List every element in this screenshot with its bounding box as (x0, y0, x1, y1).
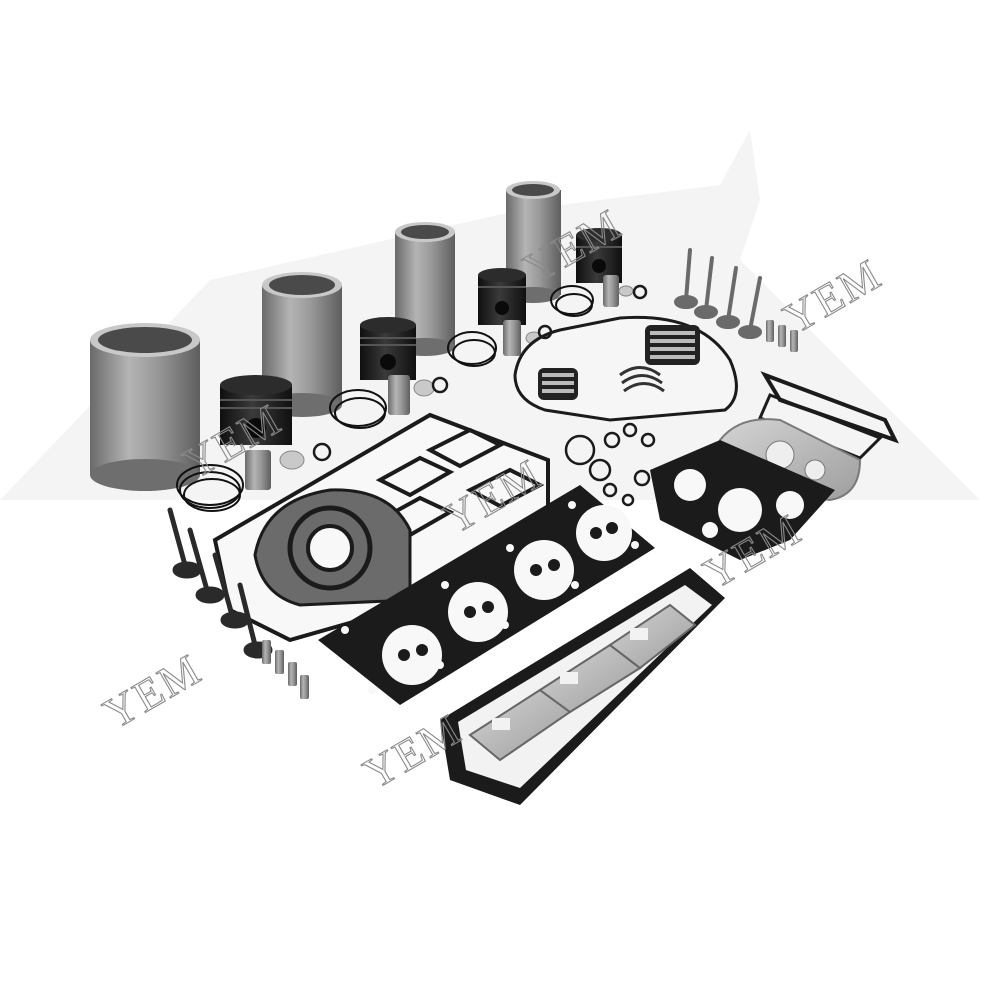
piston-pins (245, 275, 619, 490)
front-plate-gasket (650, 440, 835, 560)
valves-right (674, 248, 762, 339)
piston (220, 375, 292, 445)
valve-guides-left (262, 640, 309, 699)
piston-ring-sets (176, 285, 594, 512)
thrust-washers (619, 366, 665, 393)
small-seals (312, 284, 656, 507)
watermark: YEM (776, 249, 890, 343)
intake-manifold-gasket (440, 568, 725, 805)
small-end-bushings (279, 285, 634, 470)
cylinder-liner (90, 323, 200, 491)
piston (360, 317, 416, 380)
valve-guides-right (766, 320, 798, 352)
main-bearing-shells (538, 325, 700, 400)
rear-seal-housing (253, 488, 412, 607)
piston (478, 268, 526, 325)
exhaust-manifold-gasket-top (758, 371, 899, 460)
cylinder-head-gasket (318, 485, 655, 705)
